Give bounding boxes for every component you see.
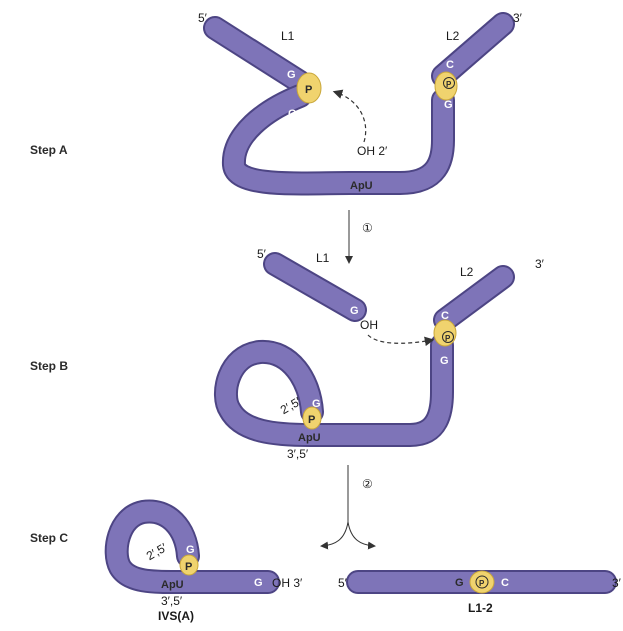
step-a-c: C <box>446 59 454 71</box>
step-a-p-circled: P <box>446 80 452 89</box>
arrow-2-right <box>348 522 374 546</box>
step-b-l1-label: L1 <box>316 251 330 265</box>
step-b-attack-arrow <box>368 335 432 343</box>
step-b-g-loop: G <box>312 398 321 410</box>
step-b-apu: ApU <box>298 432 321 444</box>
step-a-p: P <box>305 84 312 96</box>
step-b-p-circled: P <box>445 334 451 343</box>
arrow-1-number: ① <box>362 221 373 235</box>
step-a-apu: ApU <box>350 180 373 192</box>
step-b-bond2: 3′,5′ <box>287 447 309 461</box>
step-a-g-loop: G <box>288 108 297 120</box>
step-b-three-prime: 3′ <box>535 257 545 271</box>
step-c-l12-label: L1-2 <box>468 601 493 615</box>
step-a-three-prime: 3′ <box>513 11 523 25</box>
step-c-bond: 2′,5′ <box>144 540 170 563</box>
step-c-p: P <box>185 561 192 573</box>
step-a-l1-label: L1 <box>281 29 295 43</box>
step-b-g-end: G <box>350 305 359 317</box>
step-a-g-right: G <box>444 99 453 111</box>
step-b-label: Step B <box>30 359 68 373</box>
arrow-2-number: ② <box>362 477 373 491</box>
step-b-l2-label: L2 <box>460 265 474 279</box>
step-b-molecule <box>226 264 503 435</box>
step-b-c: C <box>441 310 449 322</box>
arrow-2-left <box>322 522 348 546</box>
step-c-bond2: 3′,5′ <box>161 594 183 608</box>
step-b-p: P <box>308 414 315 426</box>
step-c-three-prime: 3′ <box>612 576 622 590</box>
step-c-g-loop: G <box>186 544 195 556</box>
step-a-molecule <box>215 24 503 183</box>
step-a-l2-label: L2 <box>446 29 460 43</box>
step-c-g: G <box>455 577 464 589</box>
step-c-p-circled: P <box>479 579 485 588</box>
step-c-ivs-label: IVS(A) <box>158 609 194 623</box>
step-b-g-right: G <box>440 355 449 367</box>
step-b-five-prime: 5′ <box>257 247 267 261</box>
step-a-g-left: G <box>287 69 296 81</box>
step-c-label: Step C <box>30 531 68 545</box>
step-a-five-prime: 5′ <box>198 11 208 25</box>
step-a-label: Step A <box>30 143 68 157</box>
step-c-five-prime: 5′ <box>338 576 348 590</box>
step-b-oh: OH <box>360 318 378 332</box>
step-c-apu: ApU <box>161 579 184 591</box>
step-c-c: C <box>501 577 509 589</box>
step-a-oh: OH 2′ <box>357 144 388 158</box>
step-c-oh: OH 3′ <box>272 576 303 590</box>
step-c-g-end: G <box>254 577 263 589</box>
step-a-attack-arrow <box>335 92 366 142</box>
